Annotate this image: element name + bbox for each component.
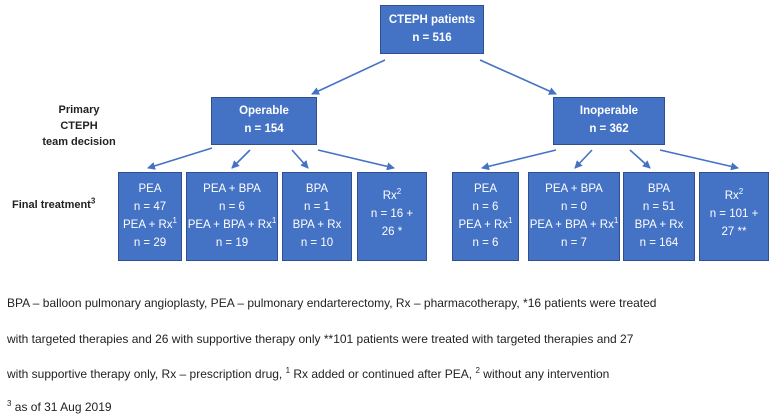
- inoperable-title: Inoperable: [579, 105, 639, 117]
- arrow-root-to-operable: [311, 59, 386, 95]
- root-box: CTEPH patients n = 516: [380, 5, 484, 54]
- arrow-inoperable-to-pea: [481, 149, 557, 171]
- primary-decision-label: Primary CTEPH team decision: [42, 104, 116, 148]
- inoperable-pea-bpa-box: PEA + BPA n = 0 PEA + BPA + Rx1 n = 7: [528, 172, 620, 261]
- inoperable-bpa-box: BPA n = 51 BPA + Rx n = 164: [623, 172, 695, 261]
- operable-count: n = 154: [244, 123, 284, 135]
- operable-pea-bpa-box: PEA + BPA n = 6 PEA + BPA + Rx1 n = 19: [186, 172, 278, 261]
- arrow-inoperable-to-pea-bpa: [574, 149, 593, 169]
- operable-title: Operable: [239, 105, 289, 117]
- operable-bpa-box: BPA n = 1 BPA + Rx n = 10: [282, 172, 352, 261]
- inoperable-rx-box: Rx2 n = 101 + 27 **: [699, 172, 769, 261]
- inoperable-pea-box: PEA n = 6 PEA + Rx1 n = 6: [452, 172, 519, 261]
- arrow-inoperable-to-bpa: [629, 149, 651, 169]
- arrow-root-to-inoperable: [479, 59, 557, 95]
- operable-pea-box: PEA n = 47 PEA + Rx1 n = 29: [118, 172, 182, 261]
- operable-box: Operable n = 154: [211, 97, 317, 145]
- operable-rx-box: Rx2 n = 16 + 26 *: [357, 172, 427, 261]
- arrow-operable-to-bpa: [291, 149, 309, 169]
- inoperable-box: Inoperable n = 362: [553, 97, 665, 145]
- root-title: CTEPH patients: [388, 14, 476, 26]
- footnote-line-2: with targeted therapies and 26 with supp…: [7, 332, 634, 346]
- root-count: n = 516: [412, 32, 452, 44]
- footnote-line-3: with supportive therapy only, Rx – presc…: [7, 366, 610, 382]
- arrow-operable-to-rx: [317, 149, 395, 171]
- footnote-line-1: BPA – balloon pulmonary angioplasty, PEA…: [7, 296, 657, 310]
- final-treatment-label: Final treatment3: [12, 196, 96, 211]
- arrow-inoperable-to-rx: [659, 149, 739, 171]
- inoperable-count: n = 362: [589, 123, 629, 135]
- footnote-line-4: 3 as of 31 Aug 2019: [7, 399, 112, 415]
- arrow-operable-to-pea: [147, 147, 213, 170]
- arrow-operable-to-pea-bpa: [231, 149, 251, 169]
